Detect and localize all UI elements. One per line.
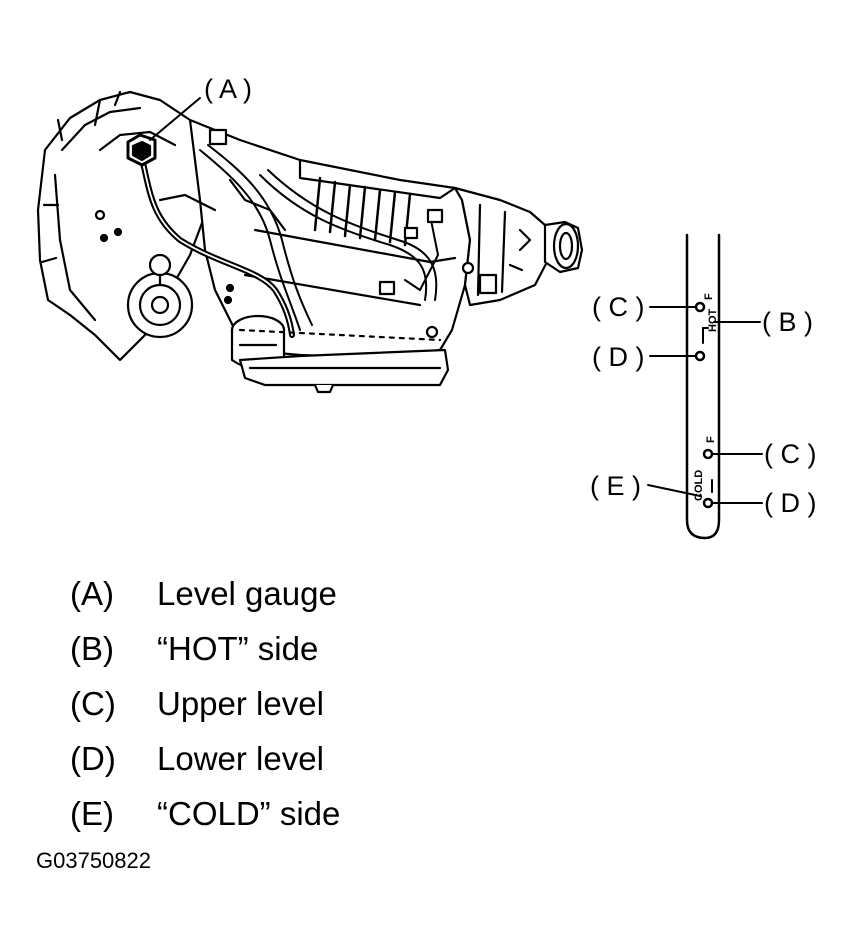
gauge-hot-f-mark: F	[703, 293, 715, 300]
legend-text: “HOT” side	[157, 629, 319, 667]
callout-b: ( B )	[762, 307, 813, 337]
transmission-illustration	[36, 90, 584, 394]
legend-item-a: (A) Level gauge	[70, 566, 340, 621]
callout-c-lower: ( C )	[764, 439, 816, 469]
legend-key: (C)	[70, 684, 116, 722]
gauge-cold-label: COLD	[693, 470, 705, 501]
gauge-cold-f-mark: F	[705, 436, 717, 443]
gauge-hot-label: HOT	[707, 309, 719, 333]
legend-key: (E)	[70, 794, 114, 832]
callout-e: ( E )	[590, 471, 641, 501]
callout-d-upper: ( D )	[592, 342, 644, 372]
callout-c-upper: ( C )	[592, 292, 644, 322]
legend-key: (D)	[70, 739, 116, 777]
legend-item-d: (D) Lower level	[70, 731, 340, 786]
legend-item-c: (C) Upper level	[70, 676, 340, 731]
legend-item-b: (B) “HOT” side	[70, 621, 340, 676]
legend-item-e: (E) “COLD” side	[70, 786, 340, 841]
legend-text: “COLD” side	[157, 794, 341, 832]
figure-code: G03750822	[36, 848, 151, 873]
level-gauge-detail	[647, 233, 763, 540]
legend-key: (A)	[70, 574, 114, 612]
legend-text: Lower level	[157, 739, 324, 777]
legend-key: (B)	[70, 629, 114, 667]
callout-d-lower: ( D )	[764, 488, 816, 518]
legend: (A) Level gauge (B) “HOT” side (C) Upper…	[70, 566, 340, 841]
legend-text: Level gauge	[157, 574, 337, 612]
callout-a: ( A )	[204, 74, 252, 104]
legend-text: Upper level	[157, 684, 324, 722]
